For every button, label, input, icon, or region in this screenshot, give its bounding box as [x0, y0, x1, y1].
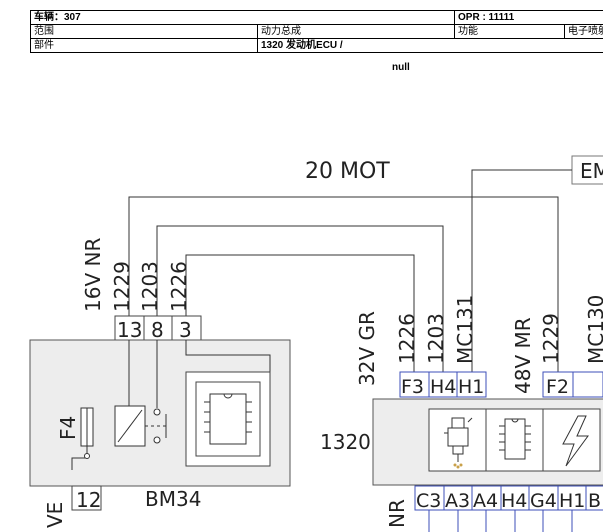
bm34-internal-line-3 [185, 340, 271, 372]
wire-mc131 [471, 169, 572, 376]
bm34-wire-1203: 1203 [138, 261, 162, 312]
ecu-wire-mc131: MC131 [453, 295, 477, 364]
ecu-bottom-pin-c3-label: C3 [416, 490, 441, 512]
bm34-name: BM34 [145, 487, 201, 511]
ecu-wire-1203: 1203 [424, 313, 448, 364]
fuse-label: F4 [56, 416, 80, 440]
ecu-pin-f2-label: F2 [546, 376, 569, 398]
em-box-label: EM [580, 159, 603, 183]
null-text: null [392, 62, 410, 73]
ecu-bottom-pin-h1 [557, 485, 587, 511]
ecu-bottom-pin-a3-label: A3 [445, 490, 470, 512]
chip-icon [209, 393, 247, 445]
ecu-bottom-pin-b [585, 485, 603, 511]
ecu-connector2-text: 48V MR [511, 317, 535, 394]
fuse-ground-line [71, 446, 88, 470]
bm34-bottom-vertical: VE [43, 502, 67, 528]
ecu-bottom-pin-a4-label: A4 [473, 490, 498, 512]
bm34-pin-12 [71, 485, 102, 511]
ecu-pin-f3-label: F3 [401, 376, 424, 398]
ecu-bottom-pin-b-label: B [588, 490, 601, 512]
ecu-bottom-pin-g4-label: G4 [530, 490, 557, 512]
ecu-wire-mc130: MC130 [584, 295, 603, 364]
injector-spray [453, 463, 463, 469]
wire-1229 [128, 196, 559, 376]
ecu-pin-h4-label: H4 [430, 376, 456, 398]
bm34-pin-8-label: 8 [151, 318, 164, 342]
bm34-pin-12-label: 12 [76, 488, 101, 512]
chip-notch [223, 393, 233, 399]
ecu-pin-f2 [542, 371, 574, 398]
ecu-wire-1226: 1226 [395, 313, 419, 364]
bm34-connector-text: 16V NR [81, 238, 105, 312]
header-row-part: 部件 1320 发动机ECU / [30, 38, 603, 53]
ecu-bottom-pin-h4-label: H4 [501, 490, 527, 512]
ignition-box [542, 408, 601, 472]
ecu-wire-1229: 1229 [539, 313, 563, 364]
bm34-pin-3-label: 3 [179, 318, 192, 342]
bm34-wire-1229: 1229 [110, 261, 134, 312]
part-value: 1320 发动机ECU / [256, 38, 603, 53]
chip-legs [204, 401, 252, 433]
header-row-scope: 范围 动力总成 功能 电子喷射 [30, 24, 603, 39]
ecu-pin-h1 [456, 371, 487, 398]
header-table: 车辆：307 OPR : 11111 范围 动力总成 功能 电子喷射 部件 13… [30, 10, 603, 53]
wire-1203 [156, 225, 444, 376]
ecu-pin-unlabeled [572, 371, 603, 398]
relay-coil-diagonal [117, 409, 143, 443]
ecu-bottom-pins: C3 A3 A4 H4 G4 H1 B [414, 485, 603, 512]
bm34-pin-13 [114, 315, 145, 341]
ecu-bottom-wire-stubs [428, 510, 573, 532]
ecu-name: 1320 [320, 430, 371, 454]
ecu-pin-f3 [399, 371, 430, 398]
ecu-pin-h4 [428, 371, 458, 398]
part-label: 部件 [30, 38, 258, 53]
wire-1226 [185, 254, 415, 376]
ecu-chip-icon [499, 418, 531, 460]
injector-icon [444, 417, 473, 462]
ecu-bottom-label: NR [385, 499, 409, 528]
ignition-icon [562, 415, 589, 467]
ecu-pin-h1-label: H1 [458, 376, 484, 398]
relay-contact-bottom [153, 436, 161, 444]
relay-contact-top [153, 408, 161, 416]
bm34-wire-1226: 1226 [167, 261, 191, 312]
diagram-title: 20 MOT [305, 159, 390, 184]
fuse-node [84, 453, 90, 459]
ecu-bottom-pin-h1-label: H1 [559, 490, 585, 512]
ecu-bottom-pin-c3 [414, 485, 445, 511]
bm34-pin-13-label: 13 [117, 318, 142, 342]
bm34-pin-3 [171, 315, 202, 341]
ecu-connector1-text: 32V GR [355, 311, 379, 386]
ecu-bottom-pin-g4 [528, 485, 559, 511]
